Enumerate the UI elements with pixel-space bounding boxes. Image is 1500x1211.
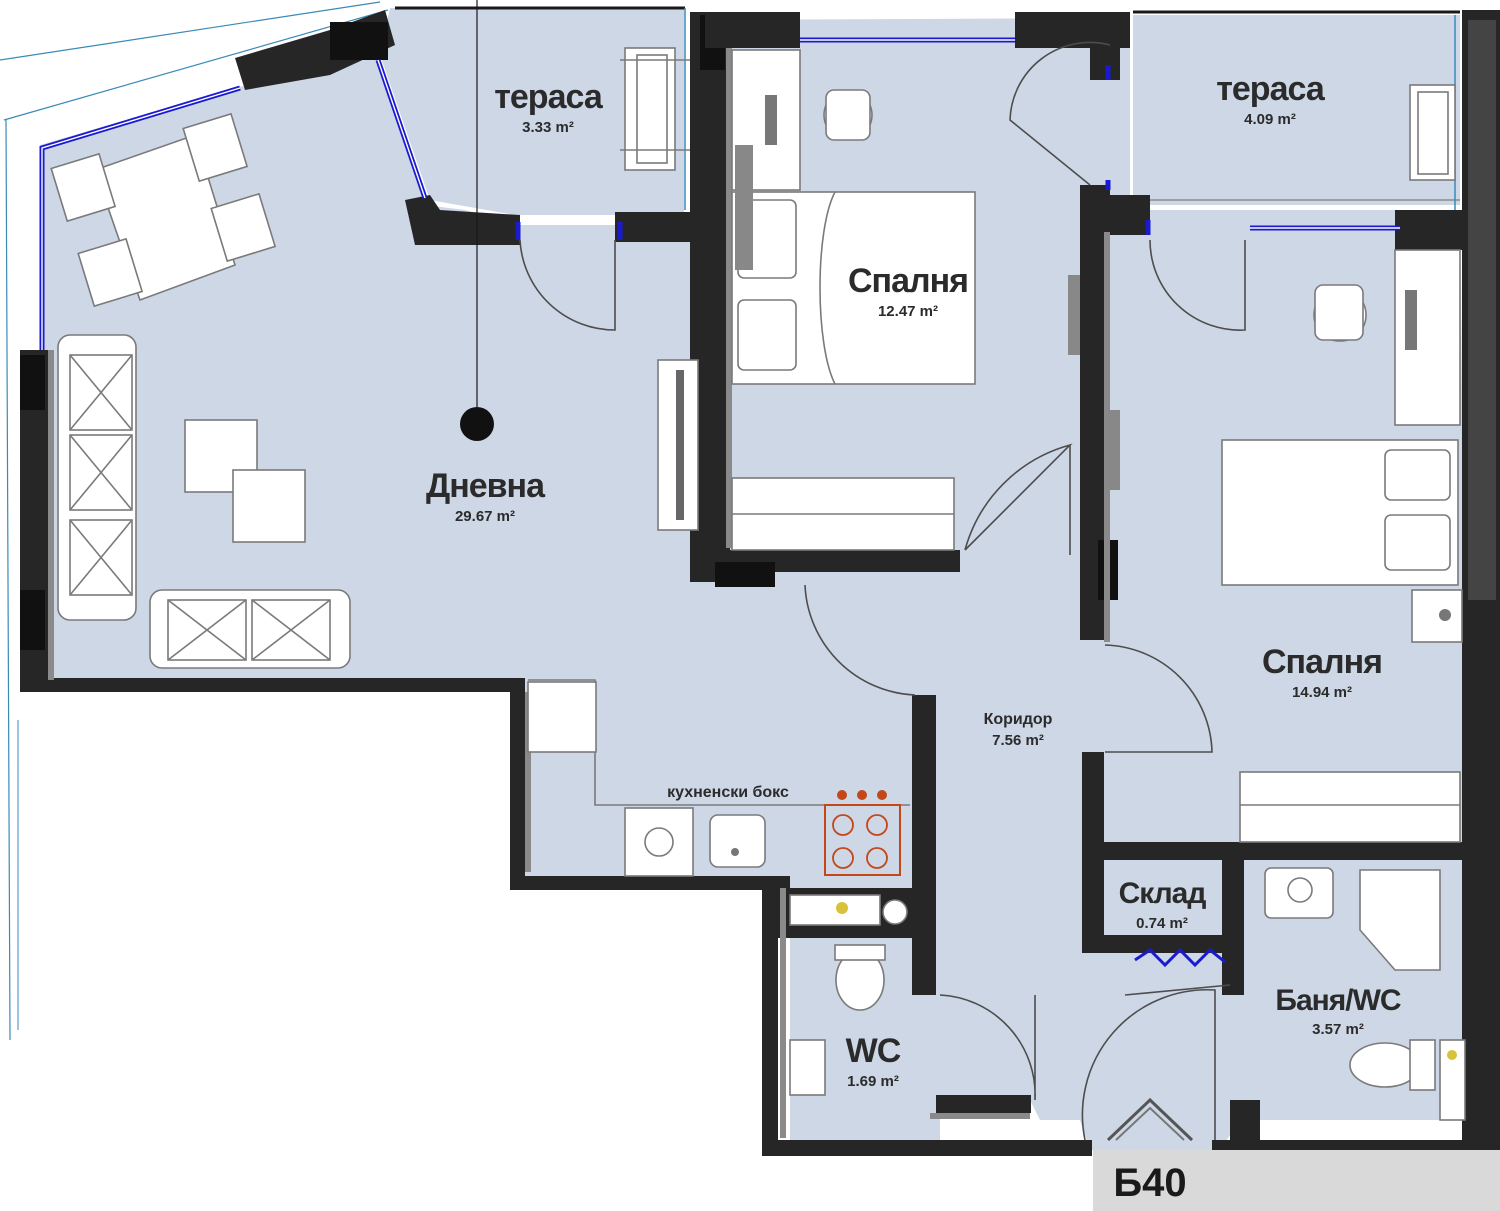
area-terrace-2: 4.09 m² — [1244, 111, 1296, 128]
area-bedroom-2: 14.94 m² — [1292, 684, 1352, 701]
sofa-left — [57, 334, 137, 621]
unit-label-box — [1093, 1150, 1500, 1211]
coffee-tables — [184, 419, 306, 543]
wardrobe-1 — [731, 477, 955, 551]
label-storage: Склад — [1119, 877, 1207, 910]
entrance-arrow — [1106, 1097, 1194, 1142]
desk-2 — [1313, 249, 1461, 426]
label-corridor: Коридор — [984, 711, 1053, 728]
label-bathroom: Баня/WC — [1275, 984, 1401, 1017]
label-bedroom-1: Спалня — [848, 262, 968, 300]
area-bedroom-1: 12.47 m² — [878, 303, 938, 320]
area-corridor: 7.56 m² — [992, 732, 1044, 749]
dining-table — [50, 112, 277, 308]
doors — [519, 41, 1246, 1141]
windows — [39, 37, 1400, 968]
area-storage: 0.74 m² — [1136, 915, 1188, 932]
bathroom-fixtures — [1264, 867, 1466, 1121]
label-bedroom-2: Спалня — [1262, 643, 1382, 681]
tv-bedroom-2 — [1108, 410, 1120, 490]
unit-label: Б40 — [1113, 1161, 1186, 1205]
tv-unit-living — [657, 359, 699, 531]
terrace-2-furniture — [1409, 84, 1456, 181]
area-wc: 1.69 m² — [847, 1073, 899, 1090]
bed-2 — [1221, 439, 1463, 643]
sofa-bottom — [149, 589, 351, 669]
bed-1 — [731, 191, 976, 385]
label-kitchen: кухненски бокс — [667, 784, 789, 801]
pendant-lamp — [460, 0, 494, 441]
kitchen-counter — [527, 679, 910, 877]
wc-fixtures — [789, 894, 908, 1096]
area-terrace-1: 3.33 m² — [522, 119, 574, 136]
tv-bedroom-1 — [735, 145, 1080, 355]
stove — [824, 790, 901, 876]
terrace-outlines — [395, 6, 1460, 210]
label-living: Дневна — [426, 467, 546, 505]
area-bathroom: 3.57 m² — [1312, 1021, 1364, 1038]
label-terrace-1: тераса — [494, 78, 604, 116]
wall-faces — [48, 48, 1110, 1138]
wardrobe-2 — [1239, 771, 1461, 843]
terrace-1-furniture — [620, 47, 690, 171]
label-wc: WC — [846, 1032, 901, 1070]
label-terrace-2: тераса — [1216, 70, 1326, 108]
walls — [20, 10, 1500, 1156]
area-living: 29.67 m² — [455, 508, 515, 525]
